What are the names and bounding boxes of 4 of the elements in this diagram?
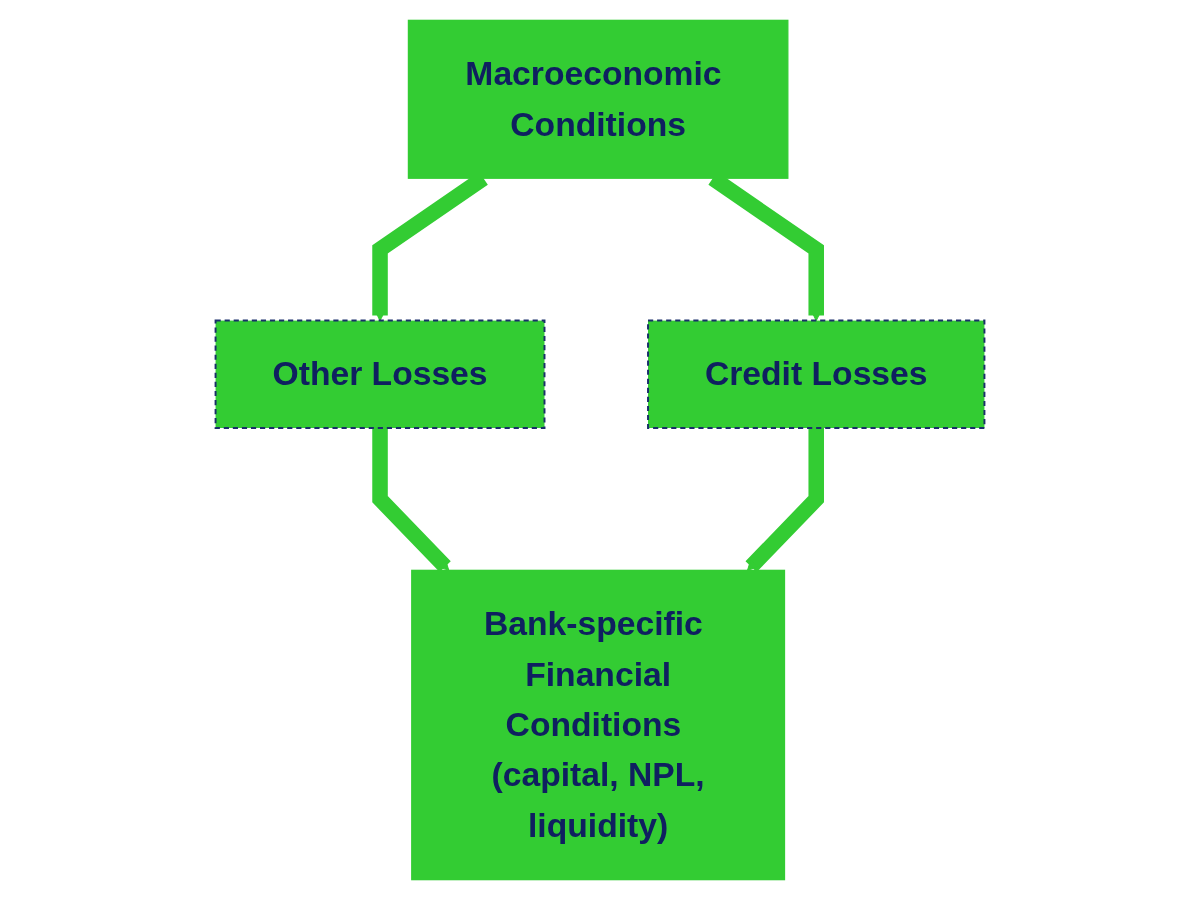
node-box: Macroeconomic Conditions xyxy=(407,19,789,179)
node-box: Credit Losses xyxy=(647,319,986,429)
node-box: Other Losses xyxy=(214,319,546,429)
node-box: Bank-specific Financial Conditions (capital, NPL, liquidity) xyxy=(411,569,786,881)
